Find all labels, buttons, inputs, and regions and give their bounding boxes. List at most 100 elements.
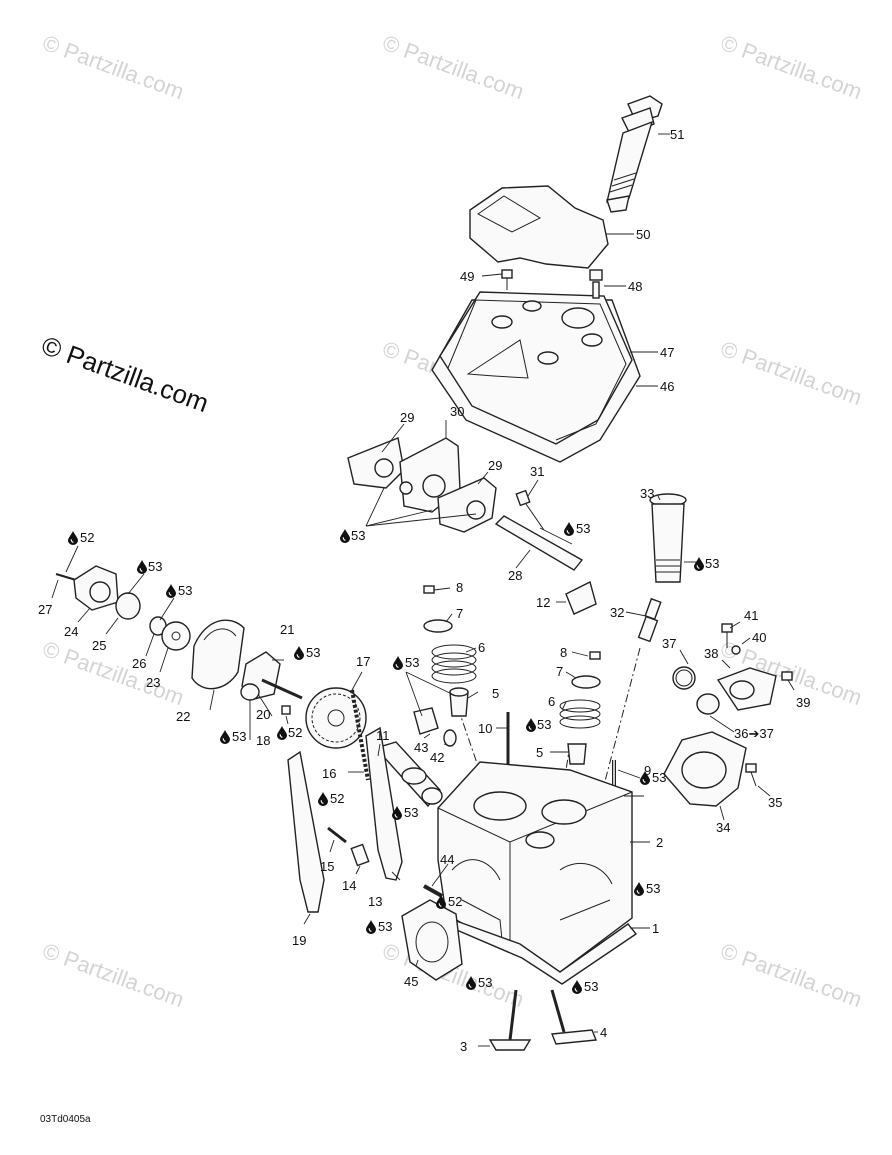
label-44: 44 — [440, 852, 454, 867]
label-46: 46 — [660, 379, 674, 394]
lube-53: 53 — [306, 645, 320, 660]
label-34: 34 — [716, 820, 730, 835]
valve-spring-set-left — [423, 585, 477, 717]
rocker-shaft — [494, 515, 584, 571]
label-8a: 8 — [456, 580, 463, 595]
head-gasket — [446, 916, 638, 985]
o-ring — [115, 592, 141, 620]
tensioner-pin — [261, 678, 303, 700]
label-17: 17 — [356, 654, 370, 669]
label-19: 19 — [292, 933, 306, 948]
intake-manifold — [663, 731, 747, 807]
dowel-pin — [423, 884, 443, 898]
lube-53: 53 — [232, 729, 246, 744]
label-11: 11 — [376, 728, 390, 743]
label-30: 30 — [450, 404, 464, 419]
drawing-code: 03Td0405a — [40, 1114, 91, 1125]
exhaust-valve — [488, 989, 532, 1051]
intake-valve — [550, 989, 597, 1045]
leader-lines — [51, 133, 795, 1047]
chain-guide — [287, 750, 325, 913]
label-40: 40 — [752, 630, 766, 645]
lube-53: 53 — [378, 919, 392, 934]
coolant-outlet — [672, 666, 777, 711]
label-39: 39 — [796, 695, 810, 710]
lube-53: 53 — [405, 655, 419, 670]
label-5a: 5 — [492, 686, 499, 701]
lube-53: 53 — [148, 559, 162, 574]
label-15: 15 — [320, 859, 334, 874]
rocker-shaft-bolt — [515, 489, 545, 531]
lube-53: 53 — [705, 556, 719, 571]
fixed-chain-guide — [365, 726, 403, 881]
label-20: 20 — [256, 707, 270, 722]
valve-cover-screw — [501, 269, 513, 290]
label-1: 1 — [652, 921, 659, 936]
coil-cover — [469, 185, 609, 269]
label-51: 51 — [670, 127, 684, 142]
label-18: 18 — [256, 733, 270, 748]
washer — [161, 621, 191, 651]
label-37: 37 — [662, 636, 676, 651]
lube-53: 53 — [351, 528, 365, 543]
label-28: 28 — [508, 568, 522, 583]
label-23: 23 — [146, 675, 160, 690]
label-25: 25 — [92, 638, 106, 653]
lube-53: 53 — [478, 975, 492, 990]
label-48: 48 — [628, 279, 642, 294]
label-24: 24 — [64, 624, 78, 639]
label-16: 16 — [322, 766, 336, 781]
lube-52: 52 — [80, 530, 94, 545]
cylinder-head — [437, 761, 633, 973]
lube-52: 52 — [330, 791, 344, 806]
label-38: 38 — [704, 646, 718, 661]
label-8b: 8 — [560, 645, 567, 660]
label-33: 33 — [640, 486, 654, 501]
label-42: 42 — [430, 750, 444, 765]
label-49: 49 — [460, 269, 474, 284]
label-47: 47 — [660, 345, 674, 360]
label-36-37: 36➔37 — [734, 726, 774, 741]
lube-53: 53 — [537, 717, 551, 732]
lube-52: 52 — [288, 725, 302, 740]
tensioner-guide — [240, 651, 281, 701]
spark-plug — [637, 597, 662, 643]
coolant-screws — [721, 623, 793, 681]
label-13: 13 — [368, 894, 382, 909]
lube-53: 53 — [652, 770, 666, 785]
label-29b: 29 — [488, 458, 502, 473]
label-50: 50 — [636, 227, 650, 242]
thermostat — [696, 693, 720, 715]
label-26: 26 — [132, 656, 146, 671]
label-22: 22 — [176, 709, 190, 724]
label-32: 32 — [610, 605, 624, 620]
decompressor — [413, 707, 457, 747]
label-14: 14 — [342, 878, 356, 893]
valve-spring-set-right — [559, 651, 601, 765]
label-7b: 7 — [556, 664, 563, 679]
label-4: 4 — [600, 1025, 607, 1040]
label-6b: 6 — [548, 694, 555, 709]
lube-52: 52 — [448, 894, 462, 909]
guide-bolt — [327, 826, 347, 844]
label-27: 27 — [38, 602, 52, 617]
timing-chain — [350, 689, 370, 781]
guide-pin — [350, 843, 370, 867]
rocker-arm-assembly — [347, 437, 497, 533]
label-6a: 6 — [478, 640, 485, 655]
label-43: 43 — [414, 740, 428, 755]
label-29a: 29 — [400, 410, 414, 425]
valve-cover-stud — [589, 269, 603, 299]
lube-53: 53 — [646, 881, 660, 896]
part-labels: 51 50 49 48 47 46 29 30 29 31 33 28 12 3… — [38, 127, 810, 1054]
label-2: 2 — [656, 835, 663, 850]
label-7a: 7 — [456, 606, 463, 621]
chain-tensioner — [73, 565, 119, 611]
lube-53: 53 — [576, 521, 590, 536]
shaft-retainer — [565, 580, 597, 615]
label-9: 9 — [644, 763, 651, 778]
label-5b: 5 — [536, 745, 543, 760]
label-41: 41 — [744, 608, 758, 623]
camshaft — [374, 741, 443, 808]
